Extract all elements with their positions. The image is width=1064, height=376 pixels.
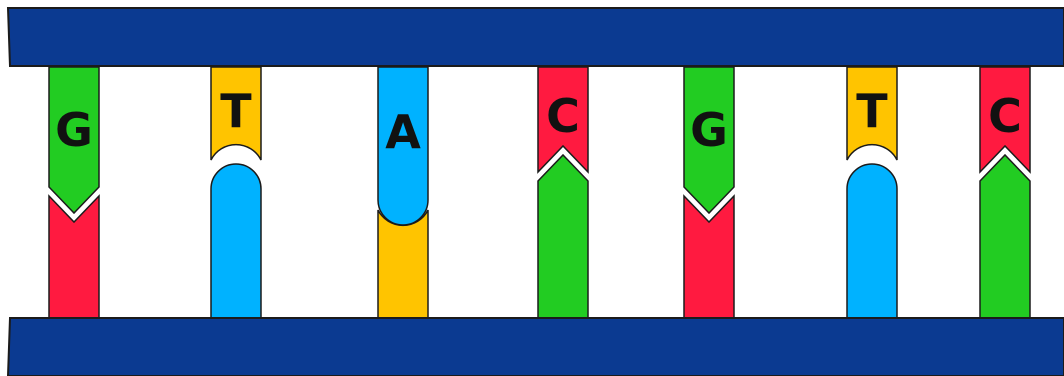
base-pair: C: [538, 67, 588, 318]
base-pair: C: [980, 67, 1030, 318]
cytosine-base: [684, 196, 734, 318]
guanine-base: [980, 155, 1030, 318]
thymine-base: [378, 210, 428, 318]
base-letter: G: [55, 103, 93, 157]
cytosine-base: [49, 196, 99, 318]
base-pair: G: [49, 67, 99, 318]
base-pair: T: [847, 67, 897, 318]
adenine-base: [847, 164, 897, 318]
base-letter: C: [988, 89, 1022, 143]
base-pair: G: [684, 67, 734, 318]
top-backbone: [8, 8, 1064, 66]
bottom-backbone: [8, 318, 1064, 376]
base-letter: G: [690, 103, 728, 157]
base-letter: T: [856, 84, 888, 138]
base-letter: T: [220, 84, 252, 138]
base-pair: A: [378, 67, 428, 318]
adenine-base: [211, 164, 261, 318]
base-letter: A: [385, 105, 421, 159]
base-letter: C: [546, 89, 580, 143]
base-pair: T: [211, 67, 261, 318]
guanine-base: [538, 155, 588, 318]
